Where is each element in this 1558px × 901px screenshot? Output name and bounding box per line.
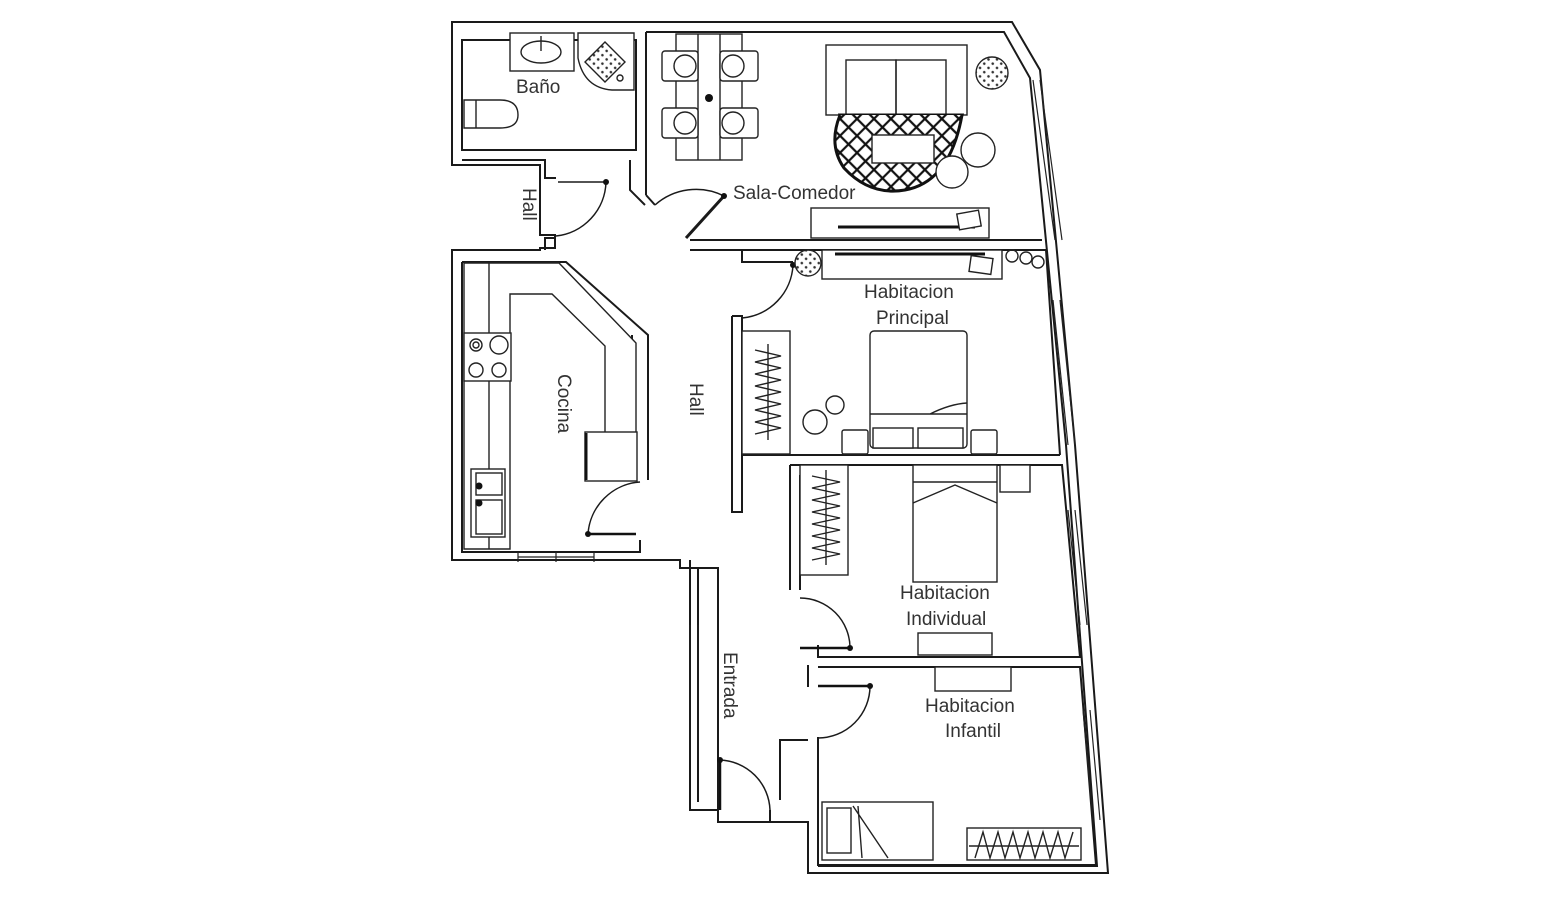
single-bed — [821, 801, 934, 861]
dining-chair — [719, 107, 759, 139]
wardrobe — [799, 464, 849, 576]
door-hinge — [721, 193, 727, 199]
room-label-sala-comedor: Sala-Comedor — [733, 183, 856, 204]
wardrobe-hangers-icon — [754, 344, 782, 440]
burner-inner — [472, 341, 480, 349]
sink-bowl — [475, 499, 503, 535]
nightstand — [841, 429, 869, 455]
burner-icon — [489, 335, 509, 355]
room-entrada: Entrada — [689, 560, 808, 822]
window — [1082, 709, 1101, 821]
window — [517, 552, 595, 562]
room-bano: Baño — [463, 32, 635, 129]
sink-bowl — [475, 472, 503, 496]
room-habitacion-individual: Habitacion Individual — [789, 464, 1088, 658]
bathroom-sink — [509, 32, 575, 72]
door-hinge — [867, 683, 873, 689]
bed-sheet — [912, 481, 998, 504]
tv-icon — [968, 254, 994, 276]
shower-drain-grid — [584, 41, 626, 83]
door-leaf — [684, 194, 726, 240]
door-sala-comedor[interactable] — [654, 188, 725, 206]
room-label-entrada: Entrada — [719, 652, 740, 719]
room-label-individual-line1: Habitacion — [900, 583, 990, 604]
door-habitacion-infantil[interactable] — [817, 685, 871, 739]
decor-circle — [1005, 249, 1019, 263]
bed-sheet — [852, 805, 889, 859]
faucet-icon — [475, 499, 483, 507]
shower-drain-icon — [616, 74, 624, 82]
pillow — [872, 427, 914, 449]
door-entrada[interactable] — [719, 759, 771, 811]
burner-icon — [469, 338, 483, 352]
coffee-table — [871, 134, 935, 164]
side-table-round — [802, 409, 828, 435]
stove — [463, 332, 512, 382]
nightstand — [999, 464, 1031, 493]
dining-chair — [661, 50, 699, 82]
door-hinge — [717, 757, 723, 763]
toilet — [463, 99, 519, 129]
wardrobe — [741, 330, 791, 455]
wardrobe-hangers-icon — [811, 470, 841, 565]
armchair-ball — [960, 132, 996, 168]
decor-circle — [1019, 251, 1033, 265]
wardrobe-hangers-icon — [969, 829, 1079, 861]
window — [1032, 79, 1063, 241]
room-habitacion-infantil: Habitacion Infantil — [807, 665, 1101, 866]
room-label-infantil-line1: Habitacion — [925, 696, 1015, 717]
window — [1052, 299, 1076, 446]
dining-chair — [719, 50, 759, 82]
armchair-ball — [935, 155, 969, 189]
faucet-icon — [475, 482, 483, 490]
potted-plant-icon — [975, 56, 1009, 90]
door-cocina[interactable] — [587, 481, 641, 535]
room-hall-middle: Hall — [685, 249, 796, 513]
room-hall-top: Hall — [462, 32, 647, 250]
door-hinge — [585, 531, 591, 537]
potted-plant-icon — [794, 249, 822, 277]
tv-icon — [955, 209, 983, 231]
radiator — [917, 632, 993, 656]
nightstand — [970, 429, 998, 455]
room-habitacion-principal: Habitacion Principal — [741, 249, 1076, 456]
room-label-cocina: Cocina — [553, 374, 574, 434]
fridge — [584, 431, 638, 482]
side-table-round — [825, 395, 845, 415]
dining-chair — [661, 107, 699, 139]
room-label-individual-line2: Individual — [906, 609, 986, 630]
room-label-hall-top: Hall — [518, 188, 539, 221]
room-label-infantil-line2: Infantil — [945, 721, 1001, 742]
bed-pillow — [826, 807, 852, 854]
room-cocina: Cocina — [461, 261, 649, 562]
radiator — [934, 666, 1012, 692]
burner-icon — [491, 362, 507, 378]
decor-circle — [1031, 255, 1045, 269]
window — [1067, 509, 1088, 626]
room-label-bano: Baño — [516, 77, 560, 98]
table-centerpiece-icon — [705, 94, 713, 102]
bed-sheet — [870, 402, 968, 415]
room-label-principal-line2: Principal — [876, 308, 949, 329]
door-hinge — [603, 179, 609, 185]
door-hinge — [847, 645, 853, 651]
burner-icon — [468, 362, 484, 378]
room-sala-comedor: Sala-Comedor — [645, 33, 1063, 241]
pillow — [917, 427, 964, 449]
door-habitacion-principal[interactable] — [741, 264, 794, 319]
door-habitacion-individual[interactable] — [799, 597, 851, 649]
room-label-principal-line1: Habitacion — [864, 282, 954, 303]
room-label-hall-middle: Hall — [685, 383, 706, 416]
window — [689, 625, 699, 760]
door-hall-bano[interactable] — [555, 181, 607, 237]
